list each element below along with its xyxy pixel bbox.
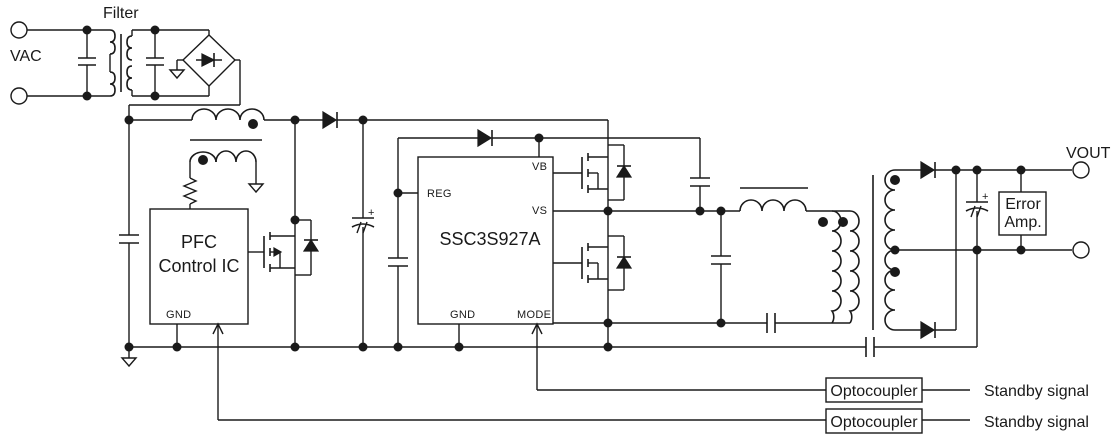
output-capacitor: +: [965, 170, 989, 250]
pfc-mosfet: [263, 115, 320, 352]
vout-label: VOUT: [1066, 145, 1111, 162]
optocoupler-1-label: Optocoupler: [830, 383, 918, 400]
primary-ground-rail: [129, 250, 978, 357]
pfc-inductor: [182, 108, 295, 209]
ic-part-number: SSC3S927A: [439, 229, 540, 249]
standby-signal-2-label: Standby signal: [984, 414, 1089, 431]
half-bridge-mosfets: [553, 120, 633, 352]
optocoupler-standby-2: Optocoupler Standby signal: [218, 408, 1089, 434]
reg-pin-label: REG: [427, 188, 452, 200]
standby-signal-1-label: Standby signal: [984, 383, 1089, 400]
vb-pin-label: VB: [532, 161, 547, 173]
pfc-ic-title: PFC: [181, 232, 217, 252]
pfc-ic-subtitle: Control IC: [158, 256, 239, 276]
bulk-capacitor: +: [351, 120, 375, 352]
mode-pin-label: MODE: [517, 309, 551, 321]
ic-ground-pins: [454, 322, 543, 390]
vac-label: VAC: [10, 48, 42, 65]
pfc-input-rail: [119, 115, 192, 368]
llc-controller-ic: SSC3S927A REG VB VS GND MODE: [417, 156, 554, 325]
optocoupler-standby-1: Optocoupler Standby signal: [537, 377, 1089, 403]
pfc-boost-diode: [295, 110, 608, 130]
filter-junction-dots: [82, 25, 160, 101]
vs-pin-label: VS: [532, 205, 547, 217]
pfc-control-ic: PFC Control IC GND: [149, 208, 264, 420]
error-amp-label-2: Amp.: [1004, 214, 1041, 231]
bridge-rectifier: [128, 34, 241, 120]
main-transformer: [818, 169, 1072, 331]
svg-text:+: +: [368, 207, 375, 219]
pfc-gnd-pin-label: GND: [166, 309, 191, 321]
resonant-tank: [608, 187, 832, 333]
optocoupler-2-label: Optocoupler: [830, 414, 918, 431]
line-filter: [27, 29, 210, 97]
filter-label: Filter: [103, 5, 139, 22]
svg-text:+: +: [982, 191, 989, 203]
output-terminals: [1072, 161, 1090, 259]
error-amplifier: Error Amp.: [998, 170, 1047, 250]
gnd-pin-label: GND: [450, 309, 475, 321]
error-amp-label-1: Error: [1005, 196, 1041, 213]
